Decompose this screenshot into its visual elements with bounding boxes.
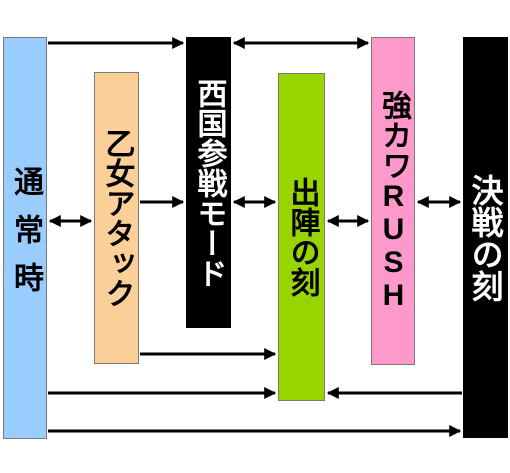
- box-kyoka-rush-label: 強カワRUSH: [377, 90, 410, 312]
- box-otome-attack-label: 乙女アタック: [100, 128, 134, 308]
- box-kyoka-rush: 強カワRUSH: [371, 37, 415, 365]
- box-tsujo-label: 通常時: [9, 166, 42, 310]
- box-seigoku-mode: 西国参戦モード: [186, 37, 231, 328]
- box-shutsujin: 出陣の刻: [278, 73, 325, 401]
- box-seigoku-mode-label: 西国参戦モード: [192, 77, 226, 288]
- box-shutsujin-label: 出陣の刻: [285, 177, 319, 297]
- box-kessen-label: 決戦の刻: [467, 173, 504, 302]
- box-kessen: 決戦の刻: [463, 37, 508, 438]
- box-tsujo: 通常時: [3, 37, 47, 439]
- box-otome-attack: 乙女アタック: [94, 72, 139, 364]
